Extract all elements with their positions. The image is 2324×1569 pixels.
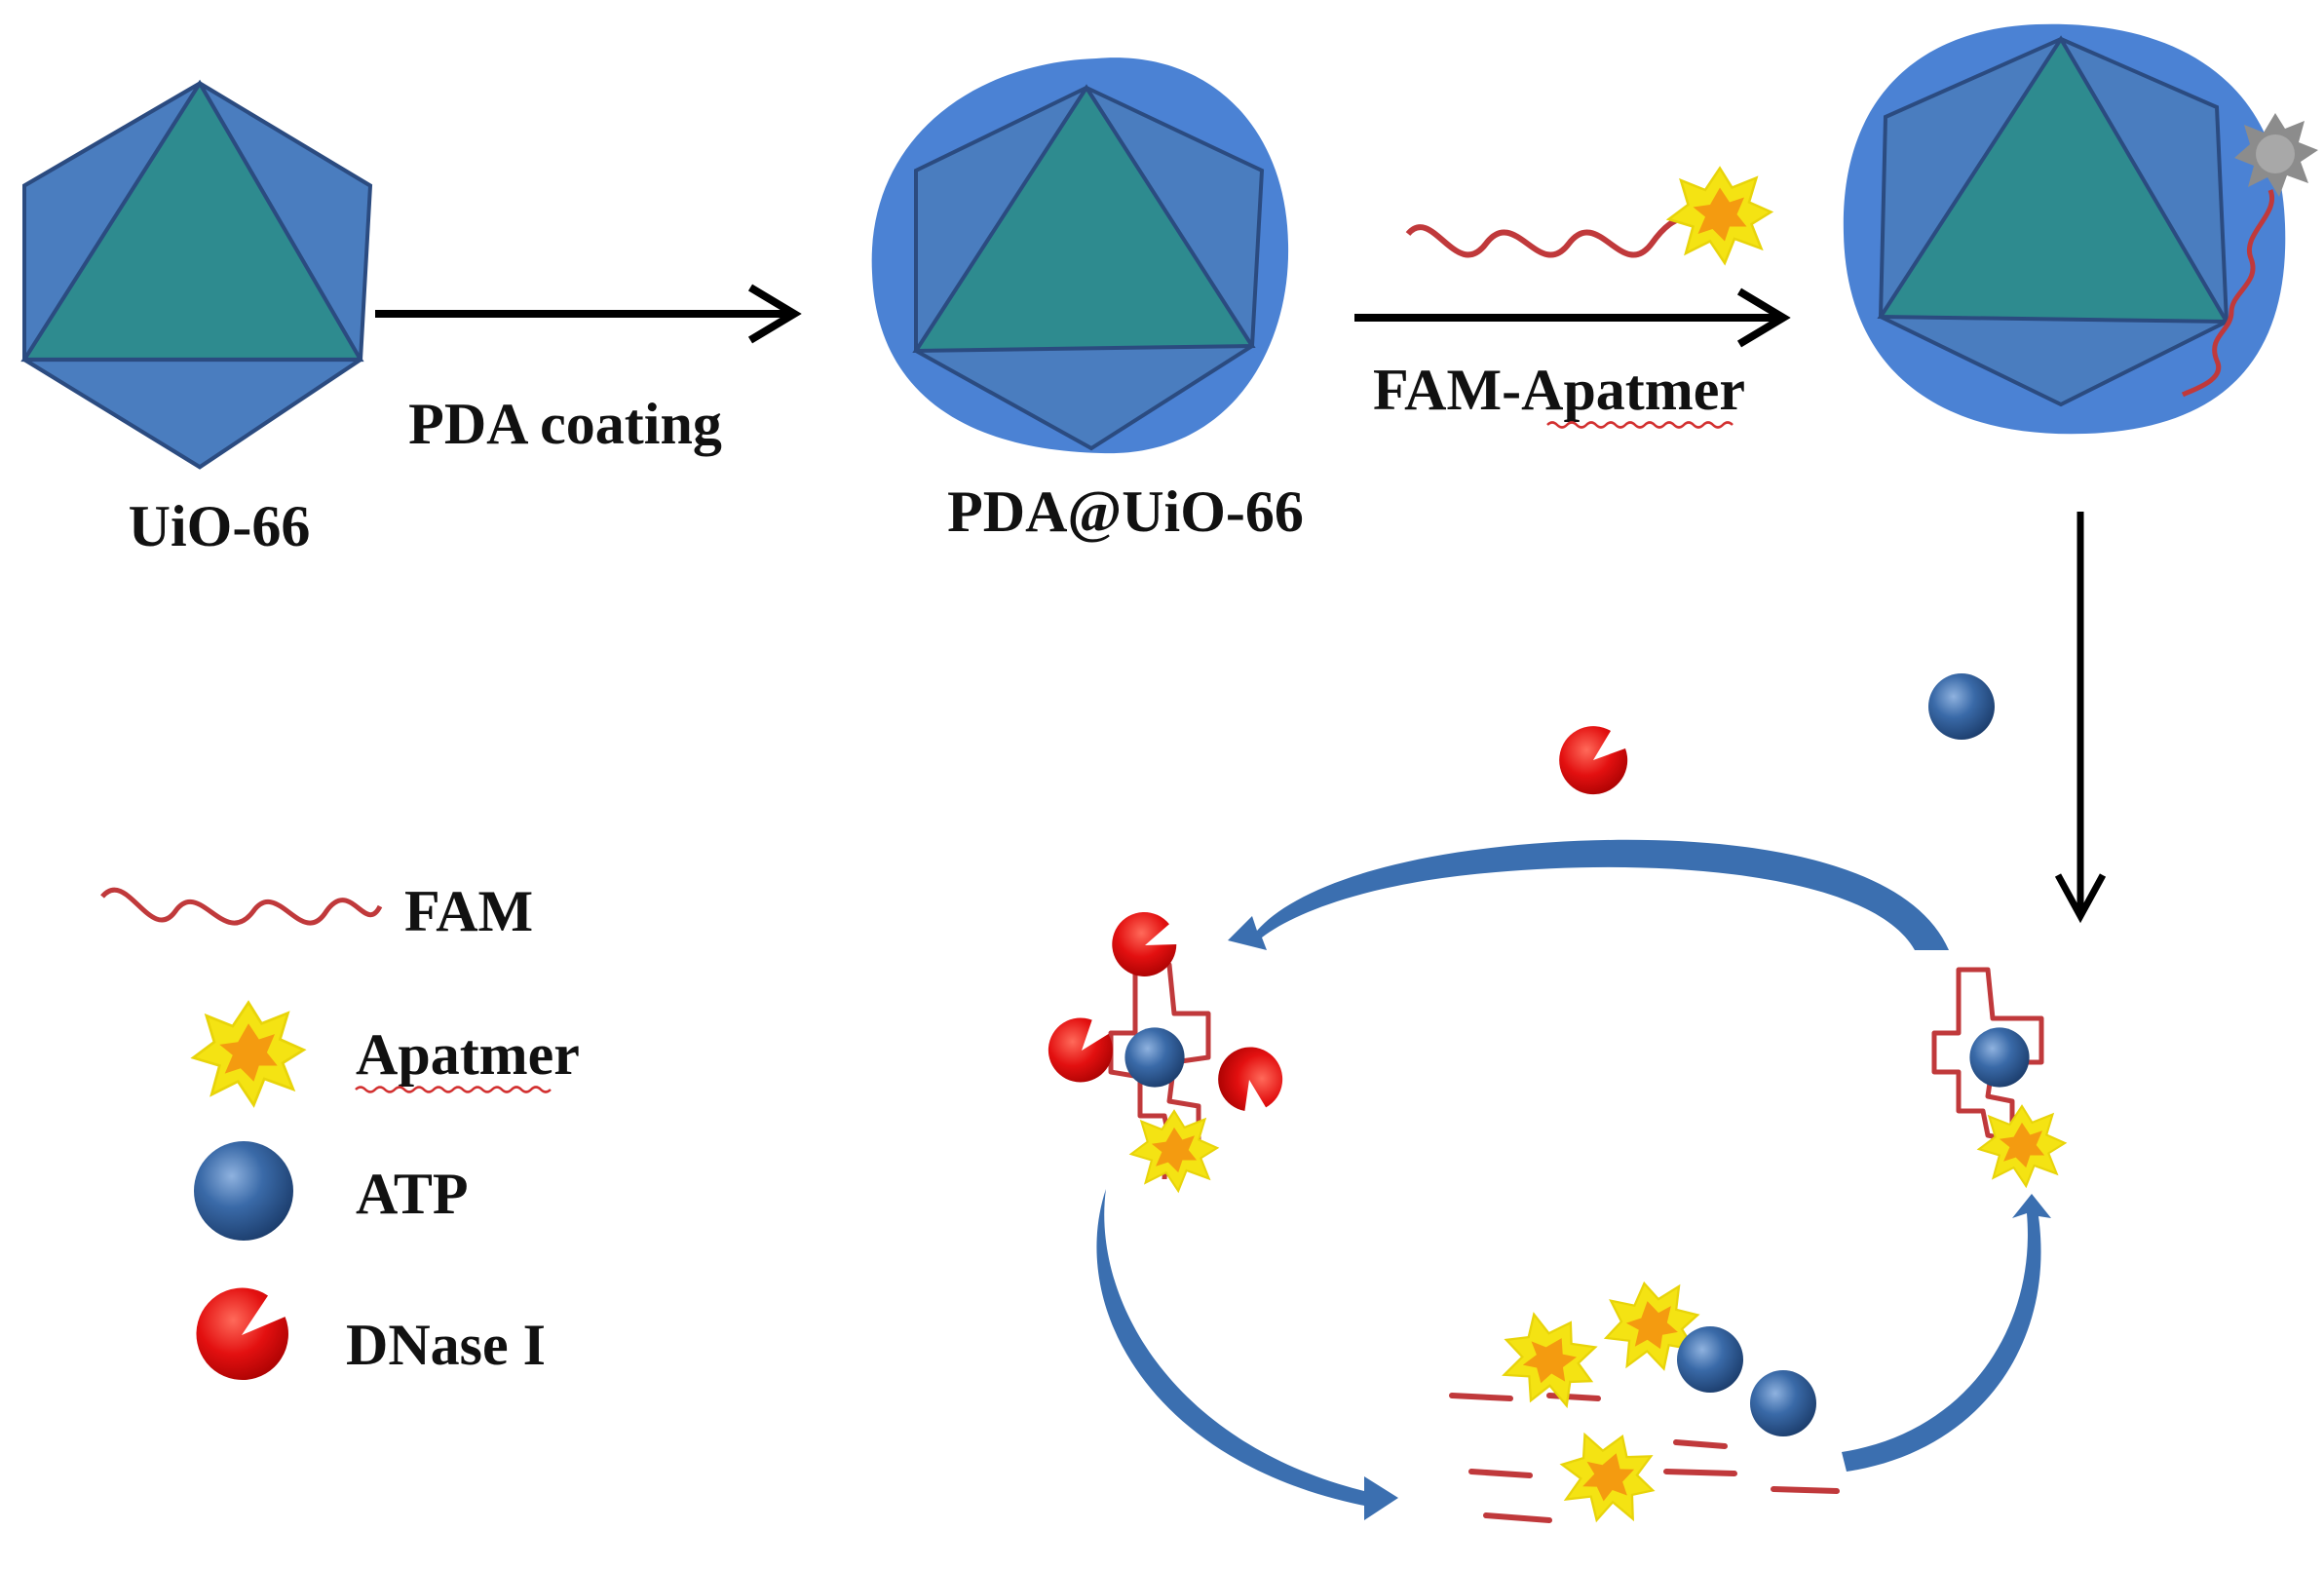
pda-coating-label: PDA coating xyxy=(408,392,722,456)
legend-dnase: DNase I xyxy=(196,1287,546,1381)
legend-fam: FAM xyxy=(100,879,533,943)
legend-dnase-label: DNase I xyxy=(346,1313,546,1377)
fam-apatmer-label: FAM-Apatmer xyxy=(1373,358,1745,422)
legend: FAM Apatmer ATP DNase I xyxy=(100,879,580,1381)
spellcheck-underline xyxy=(1546,421,1733,429)
pda-uio66-label: PDA@UiO-66 xyxy=(947,479,1304,544)
cycle-top-arrow xyxy=(1228,839,1949,950)
atp-sphere-icon xyxy=(194,1141,293,1241)
legend-atp: ATP xyxy=(194,1141,469,1241)
aptamer-loaded-particle xyxy=(1843,23,2318,435)
legend-apatmer: Apatmer xyxy=(191,1001,580,1107)
pda-uio66-particle xyxy=(871,57,1289,454)
atp-sphere-free xyxy=(1928,673,1995,740)
cycle-right-arrow xyxy=(1842,1194,2051,1472)
complex-atp-bound xyxy=(1931,967,2067,1188)
legend-fam-label: FAM xyxy=(404,879,533,943)
legend-atp-label: ATP xyxy=(356,1162,469,1226)
complex-with-dnase xyxy=(1048,911,1283,1193)
spellcheck-underline xyxy=(355,1086,552,1093)
fam-strand-icon xyxy=(100,887,383,926)
dnase-free xyxy=(1559,726,1628,795)
apatmer-icon xyxy=(191,1001,306,1107)
cycle-left-arrow xyxy=(1096,1189,1398,1520)
uio66-octahedron xyxy=(20,79,373,470)
dnase-icon xyxy=(196,1287,288,1381)
legend-apatmer-label: Apatmer xyxy=(356,1022,580,1087)
arrow-down xyxy=(2054,512,2107,924)
digested-fragments xyxy=(1449,1274,1840,1536)
arrow-fam-apatmer xyxy=(1354,287,1791,348)
arrow-pda-coating xyxy=(375,284,802,344)
fam-apatmer-reagent xyxy=(1405,167,1772,265)
uio66-label: UiO-66 xyxy=(129,494,311,558)
